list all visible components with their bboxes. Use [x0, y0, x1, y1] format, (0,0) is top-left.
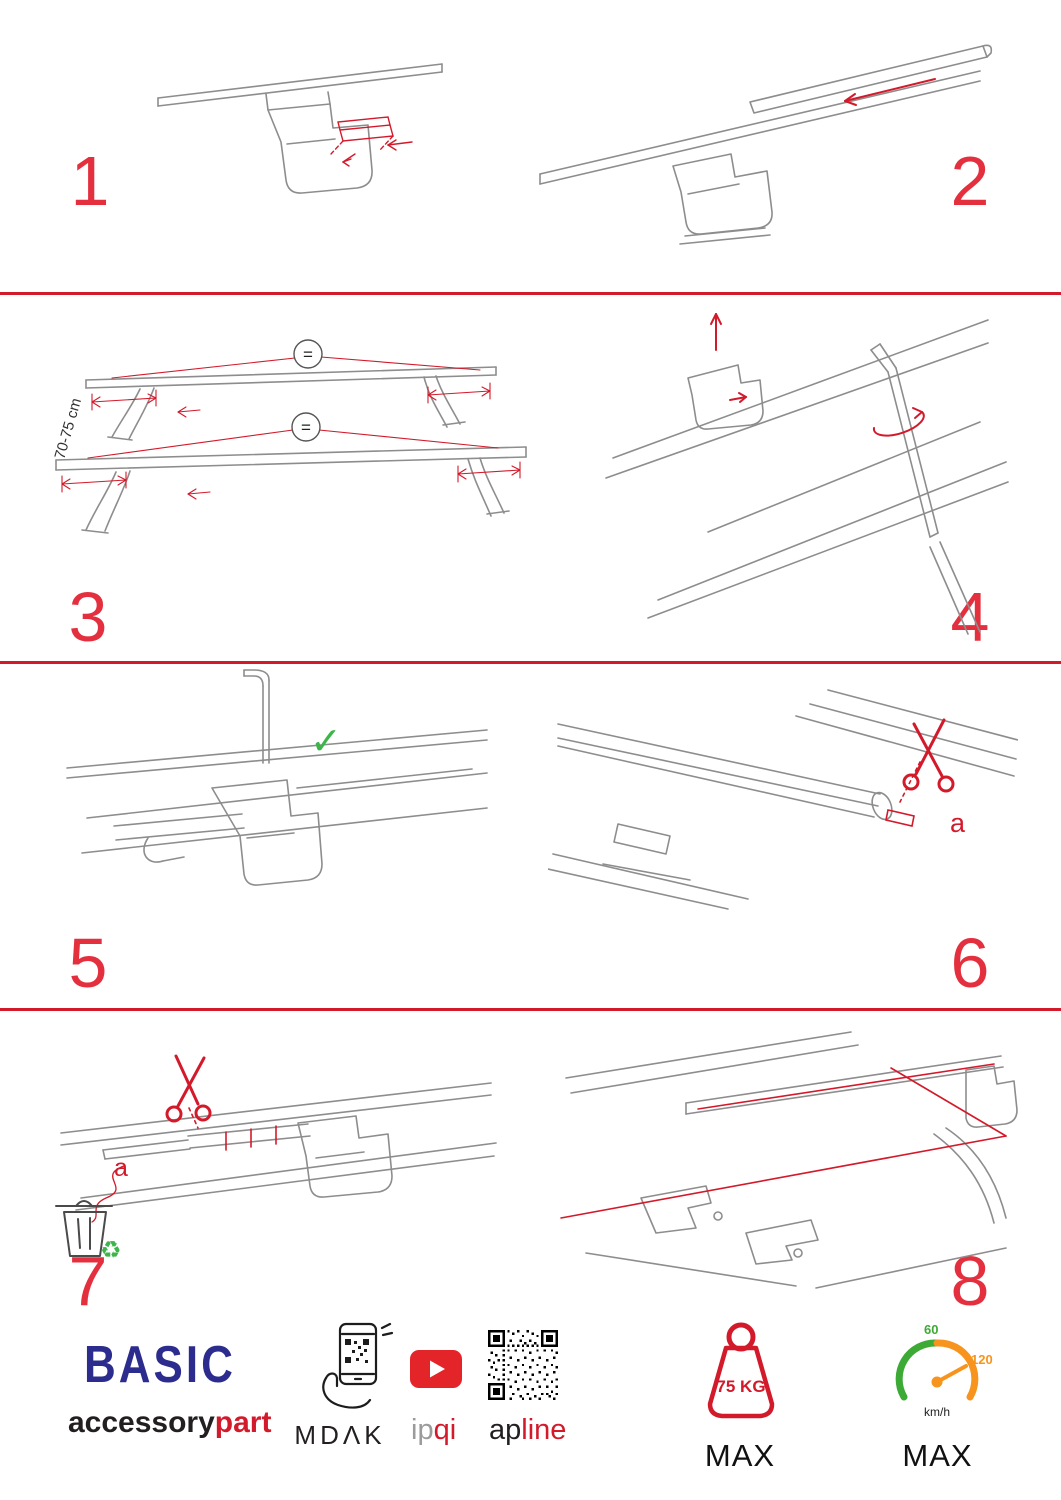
ipqi-logo: ipqi	[411, 1414, 456, 1447]
step-4-illustration	[605, 313, 1009, 635]
apline-logo: apline	[489, 1414, 566, 1447]
speed-max-label: MAX	[902, 1438, 973, 1473]
step-1-illustration	[157, 63, 443, 194]
speed-120-label: 120	[971, 1352, 993, 1367]
speedometer-icon: 60 120 km/h	[895, 1322, 993, 1419]
line-art	[157, 63, 443, 194]
step-2-number: 2	[950, 142, 990, 220]
pad-insert-annotation	[330, 116, 413, 167]
phone-screen-qr	[345, 1339, 369, 1363]
cut-marks	[91, 1107, 277, 1223]
step-4-number: 4	[950, 578, 990, 656]
ipqi-red: qi	[433, 1414, 457, 1446]
step-2-illustration	[539, 44, 993, 245]
step-7-number: 7	[68, 1242, 108, 1320]
equal-marker-top	[293, 339, 323, 369]
section-divider-3	[0, 1008, 1061, 1011]
speed-60-label: 60	[924, 1322, 938, 1337]
scissors-icon	[165, 1054, 212, 1123]
line-art	[548, 689, 1018, 910]
equal-marker-bottom	[291, 412, 321, 442]
check-icon: ✓	[310, 721, 342, 763]
qr-code	[488, 1330, 558, 1400]
basic-logo: BASIC	[84, 1336, 236, 1394]
speed-unit-label: km/h	[924, 1405, 950, 1419]
weight-75kg-icon: 75 KG	[707, 1322, 775, 1419]
section-divider-2	[0, 661, 1061, 664]
step-6-number: 6	[950, 924, 990, 1002]
phone-qr-icon	[322, 1322, 394, 1409]
mdak-logo: MDΛK	[294, 1420, 386, 1450]
ipqi-grey: ip	[411, 1414, 434, 1446]
line-art	[66, 669, 488, 886]
dimension-annotations	[61, 356, 521, 500]
step-5-number: 5	[68, 924, 108, 1002]
strip-label-a: a	[114, 1154, 128, 1182]
tighten-annotations	[710, 313, 925, 437]
step-5-illustration: ✓	[66, 669, 488, 886]
line-art	[60, 1082, 497, 1211]
weight-limit-value: 75 KG	[716, 1377, 765, 1396]
step-1-number: 1	[70, 142, 110, 220]
accessorypart-black: accessory	[68, 1406, 215, 1439]
apline-red: line	[521, 1414, 567, 1446]
weight-max-label: MAX	[704, 1438, 776, 1473]
youtube-icon	[410, 1350, 462, 1388]
strip-label-a: a	[950, 808, 966, 838]
bar-distance-label: 70-75 cm	[52, 396, 86, 461]
recycle-icon: ♻	[100, 1237, 122, 1261]
slide-direction-arrow	[844, 78, 936, 106]
line-art	[539, 44, 993, 245]
alignment-annotations	[560, 1063, 1007, 1219]
equal-sign-bottom: =	[301, 418, 311, 437]
scissors-icon	[902, 718, 955, 793]
step-8-illustration	[560, 1031, 1018, 1289]
line-art	[55, 366, 527, 534]
cut-strip-annotation	[885, 761, 921, 827]
line-art	[565, 1031, 1018, 1289]
step-3-illustration: = = 70-75 cm	[52, 339, 527, 534]
step-6-illustration: a	[548, 689, 1018, 910]
apline-black: ap	[489, 1414, 522, 1446]
section-divider-1	[0, 292, 1061, 295]
step-3-number: 3	[68, 578, 108, 656]
line-art	[605, 319, 1009, 635]
step-7-illustration: a ♻	[55, 1054, 497, 1261]
equal-sign-top: =	[303, 345, 313, 364]
trash-bin-icon	[55, 1200, 113, 1257]
accessorypart-red: part	[214, 1406, 272, 1439]
accessorypart-logo: accessorypart	[68, 1406, 271, 1440]
